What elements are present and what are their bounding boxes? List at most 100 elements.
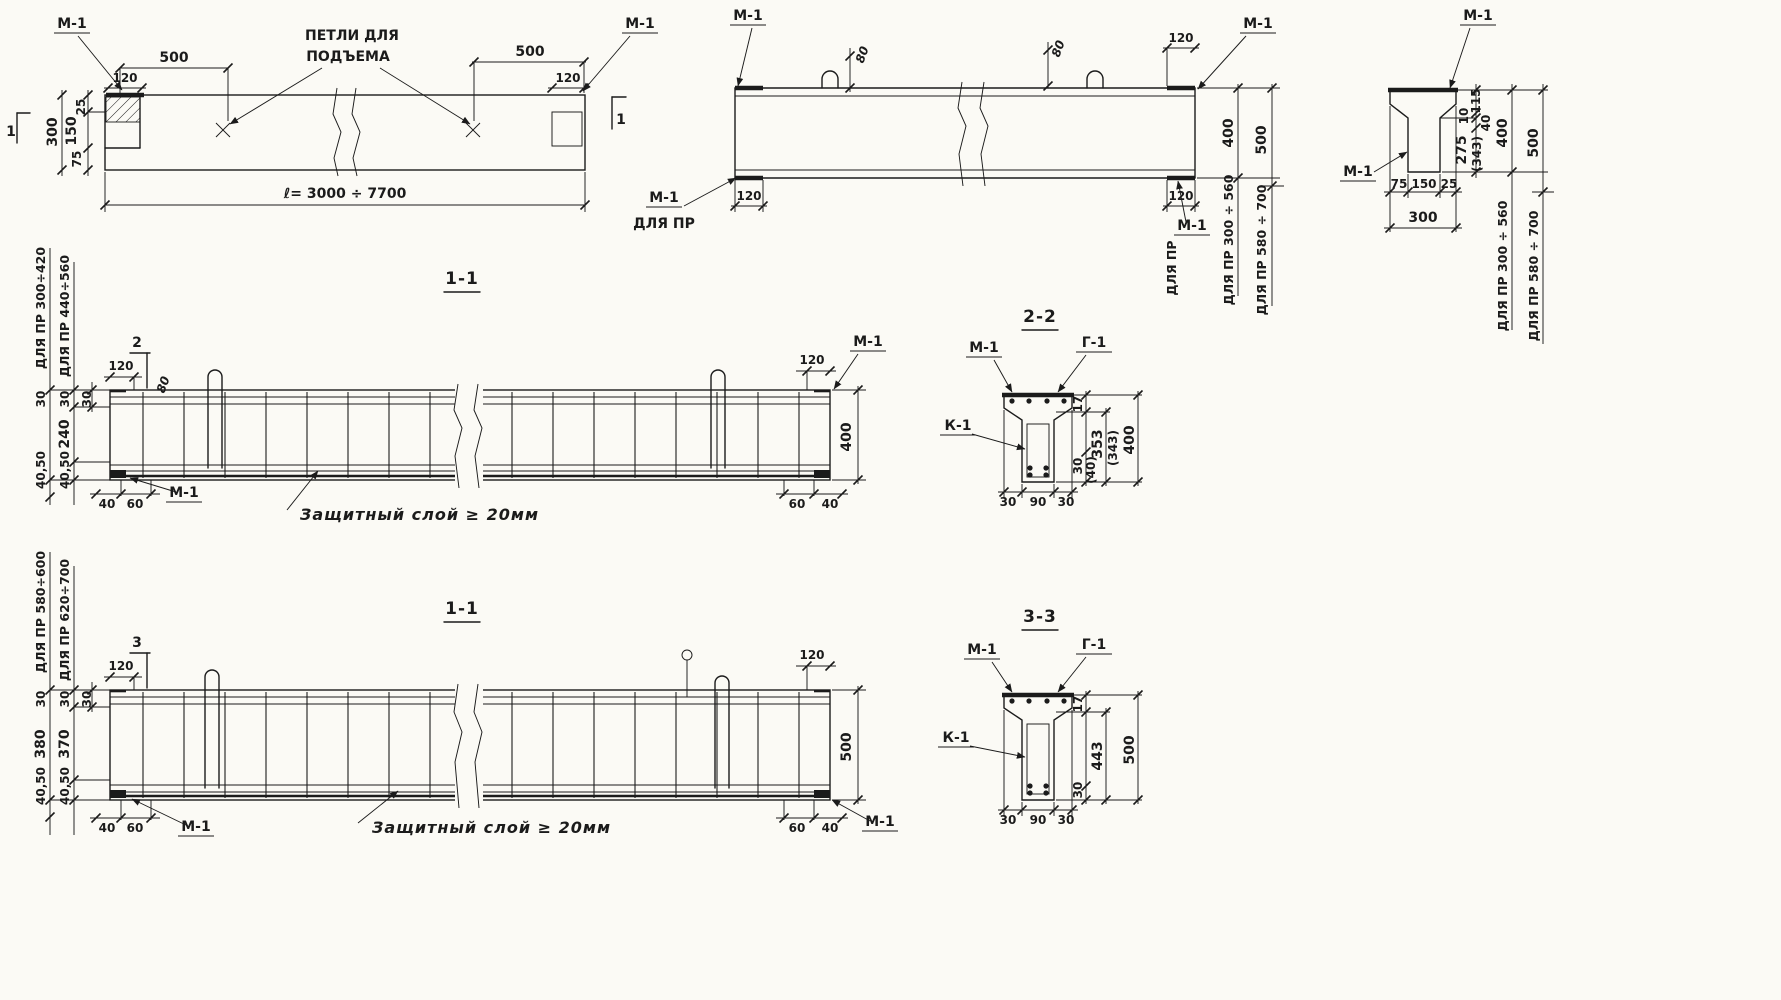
section-1-1-bottom: 1-1 3 120 120 500: [33, 551, 898, 837]
dim-label: 120: [736, 189, 761, 203]
dim-label: 30: [58, 391, 72, 408]
k1-label: К-1: [943, 730, 970, 746]
leader-line: [1197, 35, 1247, 90]
m1-label: М-1: [969, 340, 998, 356]
hatched-plate: [105, 96, 141, 123]
break-gap: [455, 384, 483, 486]
dim-label: 80: [853, 44, 872, 64]
dim-label: 40,50: [34, 767, 48, 805]
m1-label: М-1: [169, 485, 198, 501]
dim-label: 30: [1000, 495, 1017, 509]
dim-label: 500: [839, 732, 855, 761]
dim-label: 80: [1049, 38, 1068, 58]
break-line: [332, 87, 342, 177]
section-1-1-top: 1-1 2 120 80 120 М-1 400: [33, 247, 886, 524]
dim-label: 120: [799, 353, 824, 367]
dim-label: 500: [1122, 735, 1138, 764]
dim-label: 30: [1058, 495, 1075, 509]
section-title: 1-1: [445, 599, 479, 619]
dim-label: 400: [1221, 118, 1237, 147]
dim-label: 40: [99, 497, 116, 511]
m1-label: М-1: [853, 334, 882, 350]
m1-label: М-1: [1243, 16, 1272, 32]
break-line: [473, 383, 483, 489]
leader-line: [991, 661, 1013, 693]
beam-section-outline: [1389, 89, 1457, 173]
section-title: 2-2: [1023, 307, 1057, 327]
beam-section-outline: [1003, 694, 1073, 801]
dim-label: 120: [108, 359, 133, 373]
note-label: ДЛЯ ПР: [633, 216, 695, 232]
dim-label: 10: [1457, 108, 1471, 125]
rebar-dot: [1044, 398, 1050, 404]
dim-label: 30: [80, 391, 94, 408]
rebar-dot: [1026, 398, 1032, 404]
dim-label: 40,50: [34, 451, 48, 489]
lifting-loops-label: ПОДЪЕМА: [306, 49, 390, 65]
leader-line: [1373, 151, 1408, 173]
lifting-loop: [204, 669, 220, 789]
dim-label: 30: [80, 691, 94, 708]
leader-line: [131, 798, 189, 827]
dim-label: 30: [34, 691, 48, 708]
break-line: [473, 683, 483, 809]
end-plate: [814, 790, 830, 798]
rebar-dot: [1009, 398, 1015, 404]
rebar-dot: [1043, 790, 1049, 796]
dim-label: 500: [1526, 128, 1542, 157]
dim-label: 115: [1469, 88, 1483, 113]
cover-note: Защитный слой ≥ 20мм: [299, 505, 539, 524]
dim-label: 25: [74, 99, 88, 116]
dim-label: 150: [1411, 177, 1436, 191]
plan-view: 500 120 500 120 25 150 75 300 ℓ= 3000 ÷ …: [6, 16, 658, 212]
dim-label: 90: [1030, 813, 1047, 827]
m1-label: М-1: [865, 814, 894, 830]
rebar-dot: [1027, 465, 1033, 471]
section-2-2: 2-2 М-1 Г-1 К-1 17 30 (40) 353 (343): [940, 307, 1144, 509]
dim-label: 40,50: [58, 767, 72, 805]
break-line: [957, 81, 967, 187]
dim-label: 300: [1408, 210, 1437, 226]
leader-line: [286, 470, 319, 511]
dim-label: 300: [45, 117, 61, 146]
dim-label: 400: [1122, 425, 1138, 454]
rebar-dot: [1044, 698, 1050, 704]
dim-label: 60: [789, 821, 806, 835]
leader-line: [229, 67, 323, 125]
dim-label: 40,50: [58, 451, 72, 489]
range-label: ДЛЯ ПР 300 ÷ 560: [1221, 174, 1236, 305]
break-line: [979, 81, 989, 187]
dim-label: 120: [799, 648, 824, 662]
g1-label: Г-1: [1082, 637, 1106, 653]
dim-label: 30: [1058, 813, 1075, 827]
dim-label: 30: [1000, 813, 1017, 827]
section-title: 3-3: [1023, 607, 1057, 627]
m1-label: М-1: [967, 642, 996, 658]
dim-label: 40: [1479, 115, 1493, 132]
dim-label: 120: [108, 659, 133, 673]
dim-label: 275: [1454, 135, 1470, 164]
dim-label: 30: [1071, 782, 1085, 799]
dim-label: 240: [57, 419, 73, 448]
dim-label: 380: [33, 729, 49, 758]
rebar-dot: [1027, 790, 1033, 796]
m1-label: М-1: [625, 16, 654, 32]
cut-marker: 1: [616, 112, 626, 128]
range-label: ДЛЯ ПР 620÷700: [57, 559, 72, 681]
leader-line: [971, 433, 1026, 451]
length-label: ℓ= 3000 ÷ 7700: [283, 186, 407, 202]
range-label: ДЛЯ ПР 300 ÷ 560: [1495, 200, 1510, 331]
dim-label: 80: [154, 374, 173, 394]
m1-label: М-1: [1177, 218, 1206, 234]
rebar-dot: [1009, 698, 1015, 704]
dim-label: 40: [822, 497, 839, 511]
leader-line: [1057, 656, 1087, 693]
cover-note: Защитный слой ≥ 20мм: [371, 818, 611, 837]
hook-detail: [681, 649, 693, 661]
dim-label: 150: [64, 116, 80, 145]
m1-label: М-1: [649, 190, 678, 206]
leader-line: [357, 790, 399, 824]
rebar-dot: [1043, 472, 1049, 478]
